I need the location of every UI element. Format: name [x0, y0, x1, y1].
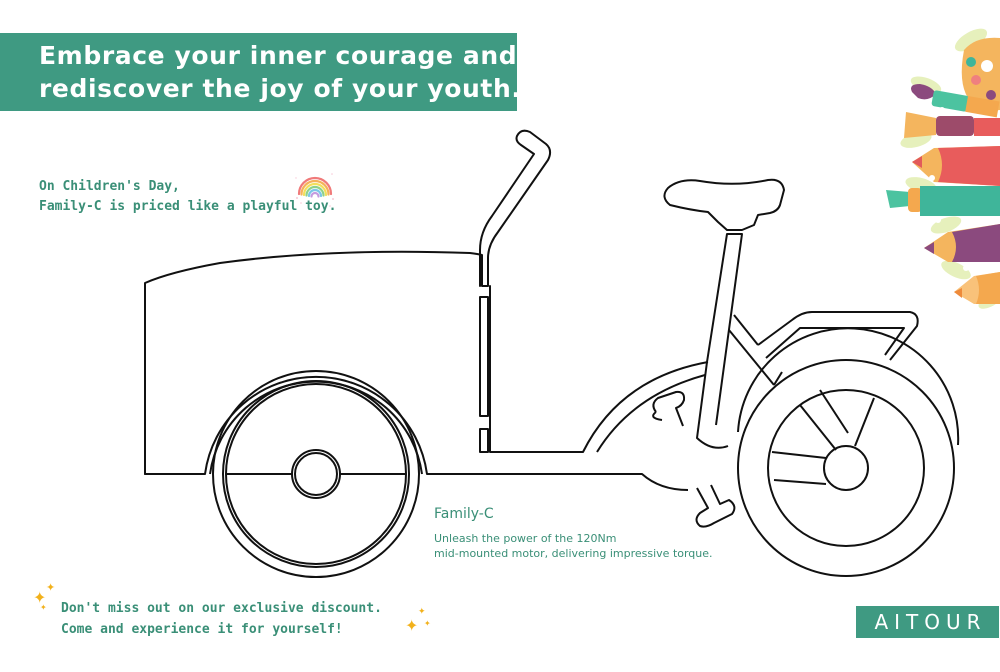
discount-cta: Don't miss out on our exclusive discount…	[61, 598, 382, 640]
childrens-day-promo: On Children's Day, Family-C is priced li…	[39, 177, 336, 217]
sparkle-icon: ✦	[40, 603, 47, 612]
logo-text: AITOUR	[874, 610, 987, 634]
sparkle-icon: ✦	[424, 619, 431, 628]
paintbrush-pencil-illustration	[886, 28, 1000, 309]
sparkle-icon: ✦	[418, 607, 426, 617]
rainbow-icon	[295, 173, 334, 207]
product-name: Family-C	[434, 506, 494, 522]
sparkle-icon: ✦	[405, 616, 419, 635]
product-desc-line-1: Unleash the power of the 120Nm	[434, 532, 617, 545]
headline-line-1: Embrace your inner courage and	[39, 41, 518, 70]
aitour-logo: AITOUR	[856, 606, 999, 638]
product-info: Family-C Unleash the power of the 120Nm …	[434, 505, 713, 561]
headline-banner: Embrace your inner courage and rediscove…	[0, 33, 522, 111]
cta-line-1: Don't miss out on our exclusive discount…	[61, 601, 382, 616]
front-wheel	[204, 370, 428, 578]
promo-line-1: On Children's Day,	[39, 179, 180, 194]
sparkle-icon: ✦	[46, 581, 56, 594]
rear-wheel	[737, 327, 960, 577]
promo-line-2: Family-C is priced like a playful toy.	[39, 199, 337, 214]
cargo-box	[144, 129, 552, 475]
product-desc-line-2: mid-mounted motor, delivering impressive…	[434, 547, 713, 560]
sparkle-icon: ✦	[33, 588, 47, 607]
cta-line-2: Come and experience it for yourself!	[61, 622, 343, 637]
headline-line-2: rediscover the joy of your youth.	[39, 74, 522, 103]
